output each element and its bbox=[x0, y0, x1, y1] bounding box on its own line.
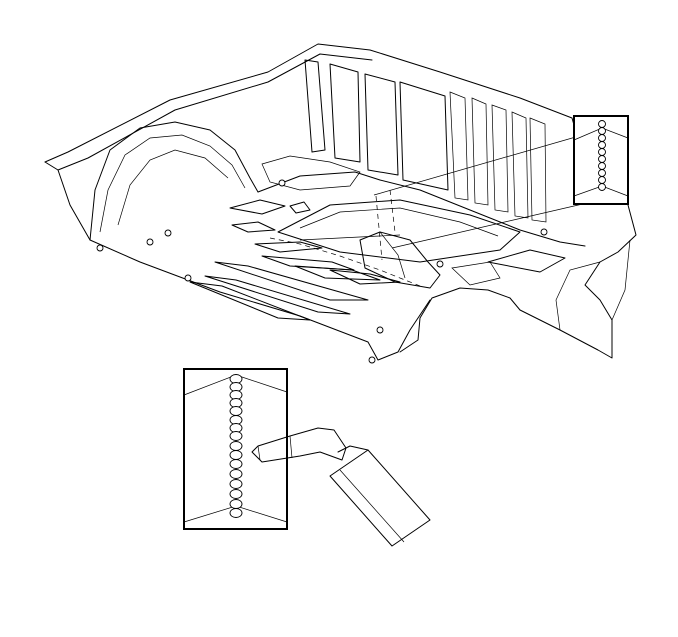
upper-weld-detail bbox=[573, 115, 629, 205]
lower-weld-detail bbox=[183, 368, 431, 547]
weld-bead-icon bbox=[598, 120, 606, 191]
welding-torch-icon bbox=[251, 427, 431, 547]
floor-pan bbox=[44, 43, 637, 364]
weld-bead-icon bbox=[229, 374, 243, 518]
